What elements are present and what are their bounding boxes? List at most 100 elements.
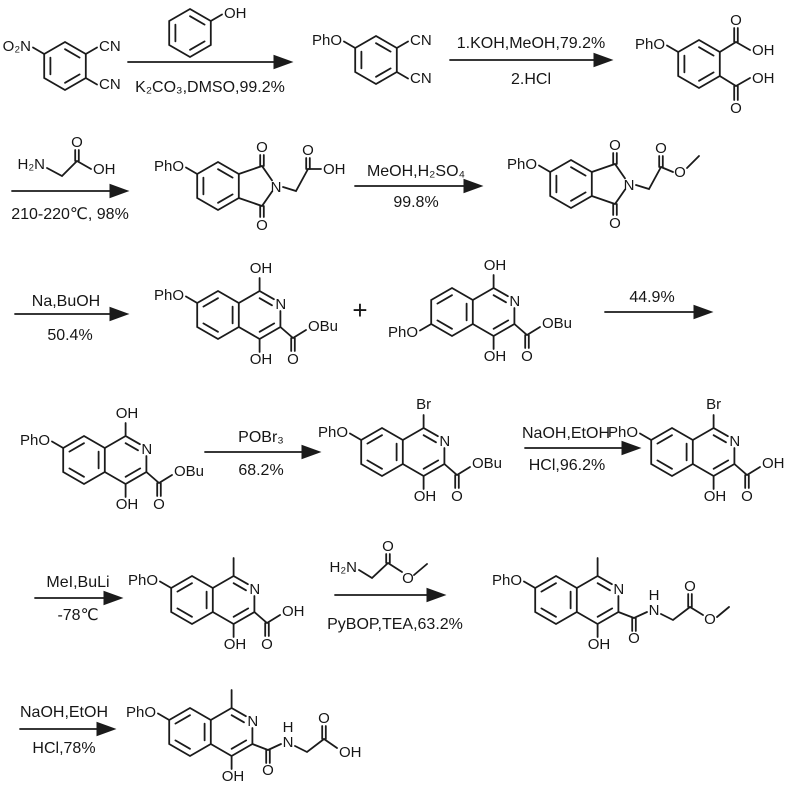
atom-label-nitrile: CN	[99, 38, 121, 55]
atom-label-amide-n: N	[283, 734, 294, 751]
atom-label-ester-o: O	[704, 611, 716, 628]
molecule-1-methyl-isoquinoline-acid: N OH O OH PhO	[128, 557, 305, 653]
arrow-head	[593, 53, 613, 67]
atom-label-hydroxyl: OH	[116, 496, 139, 513]
isoquinoline-core	[196, 290, 282, 340]
atom-label-ring-n: N	[275, 296, 286, 313]
skeleton-bonds	[358, 553, 428, 580]
atom-label-hydroxyl: OH	[224, 5, 247, 22]
atom-label-hydroxyl: OH	[282, 603, 305, 620]
reagent-step5-below: 50.4%	[47, 327, 92, 344]
benzene-ring	[677, 39, 721, 89]
isoquinoline-core	[360, 427, 446, 477]
arrow-head	[103, 591, 123, 605]
substituent-bonds	[159, 557, 235, 638]
reaction-arrow-9: MeI,BuLi -78℃	[34, 574, 123, 624]
atom-label-amine: H₂N	[18, 156, 46, 173]
reaction-arrow-2: 1.KOH,MeOH,79.2% 2.HCl	[449, 35, 613, 88]
molecule-1-bromo-isoquinoline-acid: Br N OH O OH PhO	[608, 396, 785, 505]
atom-label-hydroxyl: OH	[752, 70, 775, 87]
ester-bonds	[443, 463, 471, 489]
isoquinoline-core	[168, 707, 254, 757]
molecule-isoquinoline-glycinamide-acid: N OH O H N O OH PhO	[126, 689, 362, 785]
atom-label-carbonyl-o: O	[382, 538, 394, 555]
acid-bonds	[253, 611, 281, 637]
reagent-step5-above: Na,BuOH	[32, 293, 100, 310]
molecule-phenoxyphthalimide-acetic-acid: PhO O O N O OH	[154, 139, 346, 234]
arrow-head	[621, 441, 641, 455]
isoquinoline-core	[62, 435, 148, 485]
atom-label-hydroxyl: OH	[93, 161, 116, 178]
reagent-step4-above: MeOH,H₂SO₄	[367, 163, 465, 180]
substituent-bonds	[157, 689, 338, 770]
molecule-phenol: OH	[168, 5, 247, 58]
atom-label-carbonyl-o: O	[71, 134, 83, 151]
atom-label-amide-n: N	[649, 602, 660, 619]
atom-label-ester-o: O	[402, 570, 414, 587]
atom-label-hydroxyl: OH	[588, 636, 611, 653]
atom-label-ring-n: N	[729, 433, 740, 450]
atom-label-carbonyl-o: O	[318, 710, 330, 727]
atom-label-ring-n: N	[509, 293, 520, 310]
atom-label-phenoxy: PhO	[154, 158, 184, 175]
substituent-bonds	[349, 414, 425, 490]
atom-label-hydroxyl: OH	[339, 744, 362, 761]
atom-label-butoxy: OBu	[308, 318, 338, 335]
reagent-step1-below: K₂CO₃,DMSO,99.2%	[135, 79, 285, 96]
atom-label-amide-h: H	[283, 719, 294, 736]
atom-label-hydroxyl: OH	[224, 636, 247, 653]
atom-label-ring-n: N	[613, 581, 624, 598]
atom-label-phenoxy: PhO	[20, 432, 50, 449]
atom-label-carbonyl-o: O	[655, 140, 667, 157]
atom-label-nitro: O₂N	[3, 38, 31, 55]
reagent-step2-below: 2.HCl	[511, 71, 551, 88]
reaction-arrow-1: K₂CO₃,DMSO,99.2%	[127, 55, 293, 96]
atom-label-carbonyl-o: O	[521, 348, 533, 365]
atom-label-carbonyl-o: O	[256, 217, 268, 234]
isoquinoline-core	[170, 575, 256, 625]
atom-label-ring-n: N	[249, 581, 260, 598]
molecule-4-phenoxyphthalic-acid: PhO O OH OH O	[635, 12, 775, 117]
reaction-arrow-7: POBr₃ 68.2%	[204, 429, 321, 479]
n-acetic-chain-bonds	[282, 157, 311, 192]
atom-label-butoxy: OBu	[174, 463, 204, 480]
atom-label-hydroxyl: OH	[704, 488, 727, 505]
atom-label-ring-n: N	[141, 441, 152, 458]
benzene-ring	[43, 41, 87, 91]
atom-label-phenoxy: PhO	[608, 424, 638, 441]
molecule-4-nitrophthalonitrile: O₂N CN CN	[3, 38, 121, 93]
atom-label-carbonyl-o: O	[730, 12, 742, 29]
reagent-step9-below: -78℃	[57, 607, 98, 624]
phenoxy-bond	[185, 166, 199, 175]
acid-bonds	[733, 463, 761, 489]
atom-label-carbonyl-o: O	[302, 142, 314, 159]
reagent-step7-above: POBr₃	[238, 429, 284, 446]
reaction-arrow-10: PyBOP,TEA,63.2%	[327, 588, 463, 633]
atom-label-hydroxyl: OH	[484, 257, 507, 274]
atom-label-ring-n: N	[247, 713, 258, 730]
atom-label-phenoxy: PhO	[507, 156, 537, 173]
molecule-isoquinoline-glycinamide-ester: N OH O H N O O PhO	[492, 557, 730, 653]
arrow-head	[463, 179, 483, 193]
atom-label-nitrile: CN	[410, 32, 432, 49]
atom-label-carbonyl-o: O	[609, 137, 621, 154]
atom-label-hydroxyl: OH	[323, 161, 346, 178]
benzene-ring	[354, 35, 398, 85]
atom-label-ester-o: O	[674, 164, 686, 181]
reaction-arrow-8: NaOH,EtOH HCl,96.2%	[522, 425, 641, 474]
skeleton-bonds	[46, 149, 92, 178]
atom-label-hydroxyl: OH	[484, 348, 507, 365]
atom-label-carbonyl-o: O	[287, 351, 299, 368]
reaction-arrow-3: 210-220℃, 98%	[11, 184, 129, 223]
atom-label-nitrile: CN	[99, 76, 121, 93]
molecule-glycine-methyl-ester: H₂N O O	[330, 538, 428, 587]
atom-label-carbonyl-o: O	[261, 636, 273, 653]
atom-label-carbonyl-o: O	[684, 578, 696, 595]
atom-label-carbonyl-o: O	[609, 215, 621, 232]
atom-label-phenoxy: PhO	[154, 287, 184, 304]
phthalimide-core	[549, 152, 626, 216]
isoquinoline-core	[430, 287, 516, 337]
atom-label-bromo: Br	[416, 396, 431, 413]
